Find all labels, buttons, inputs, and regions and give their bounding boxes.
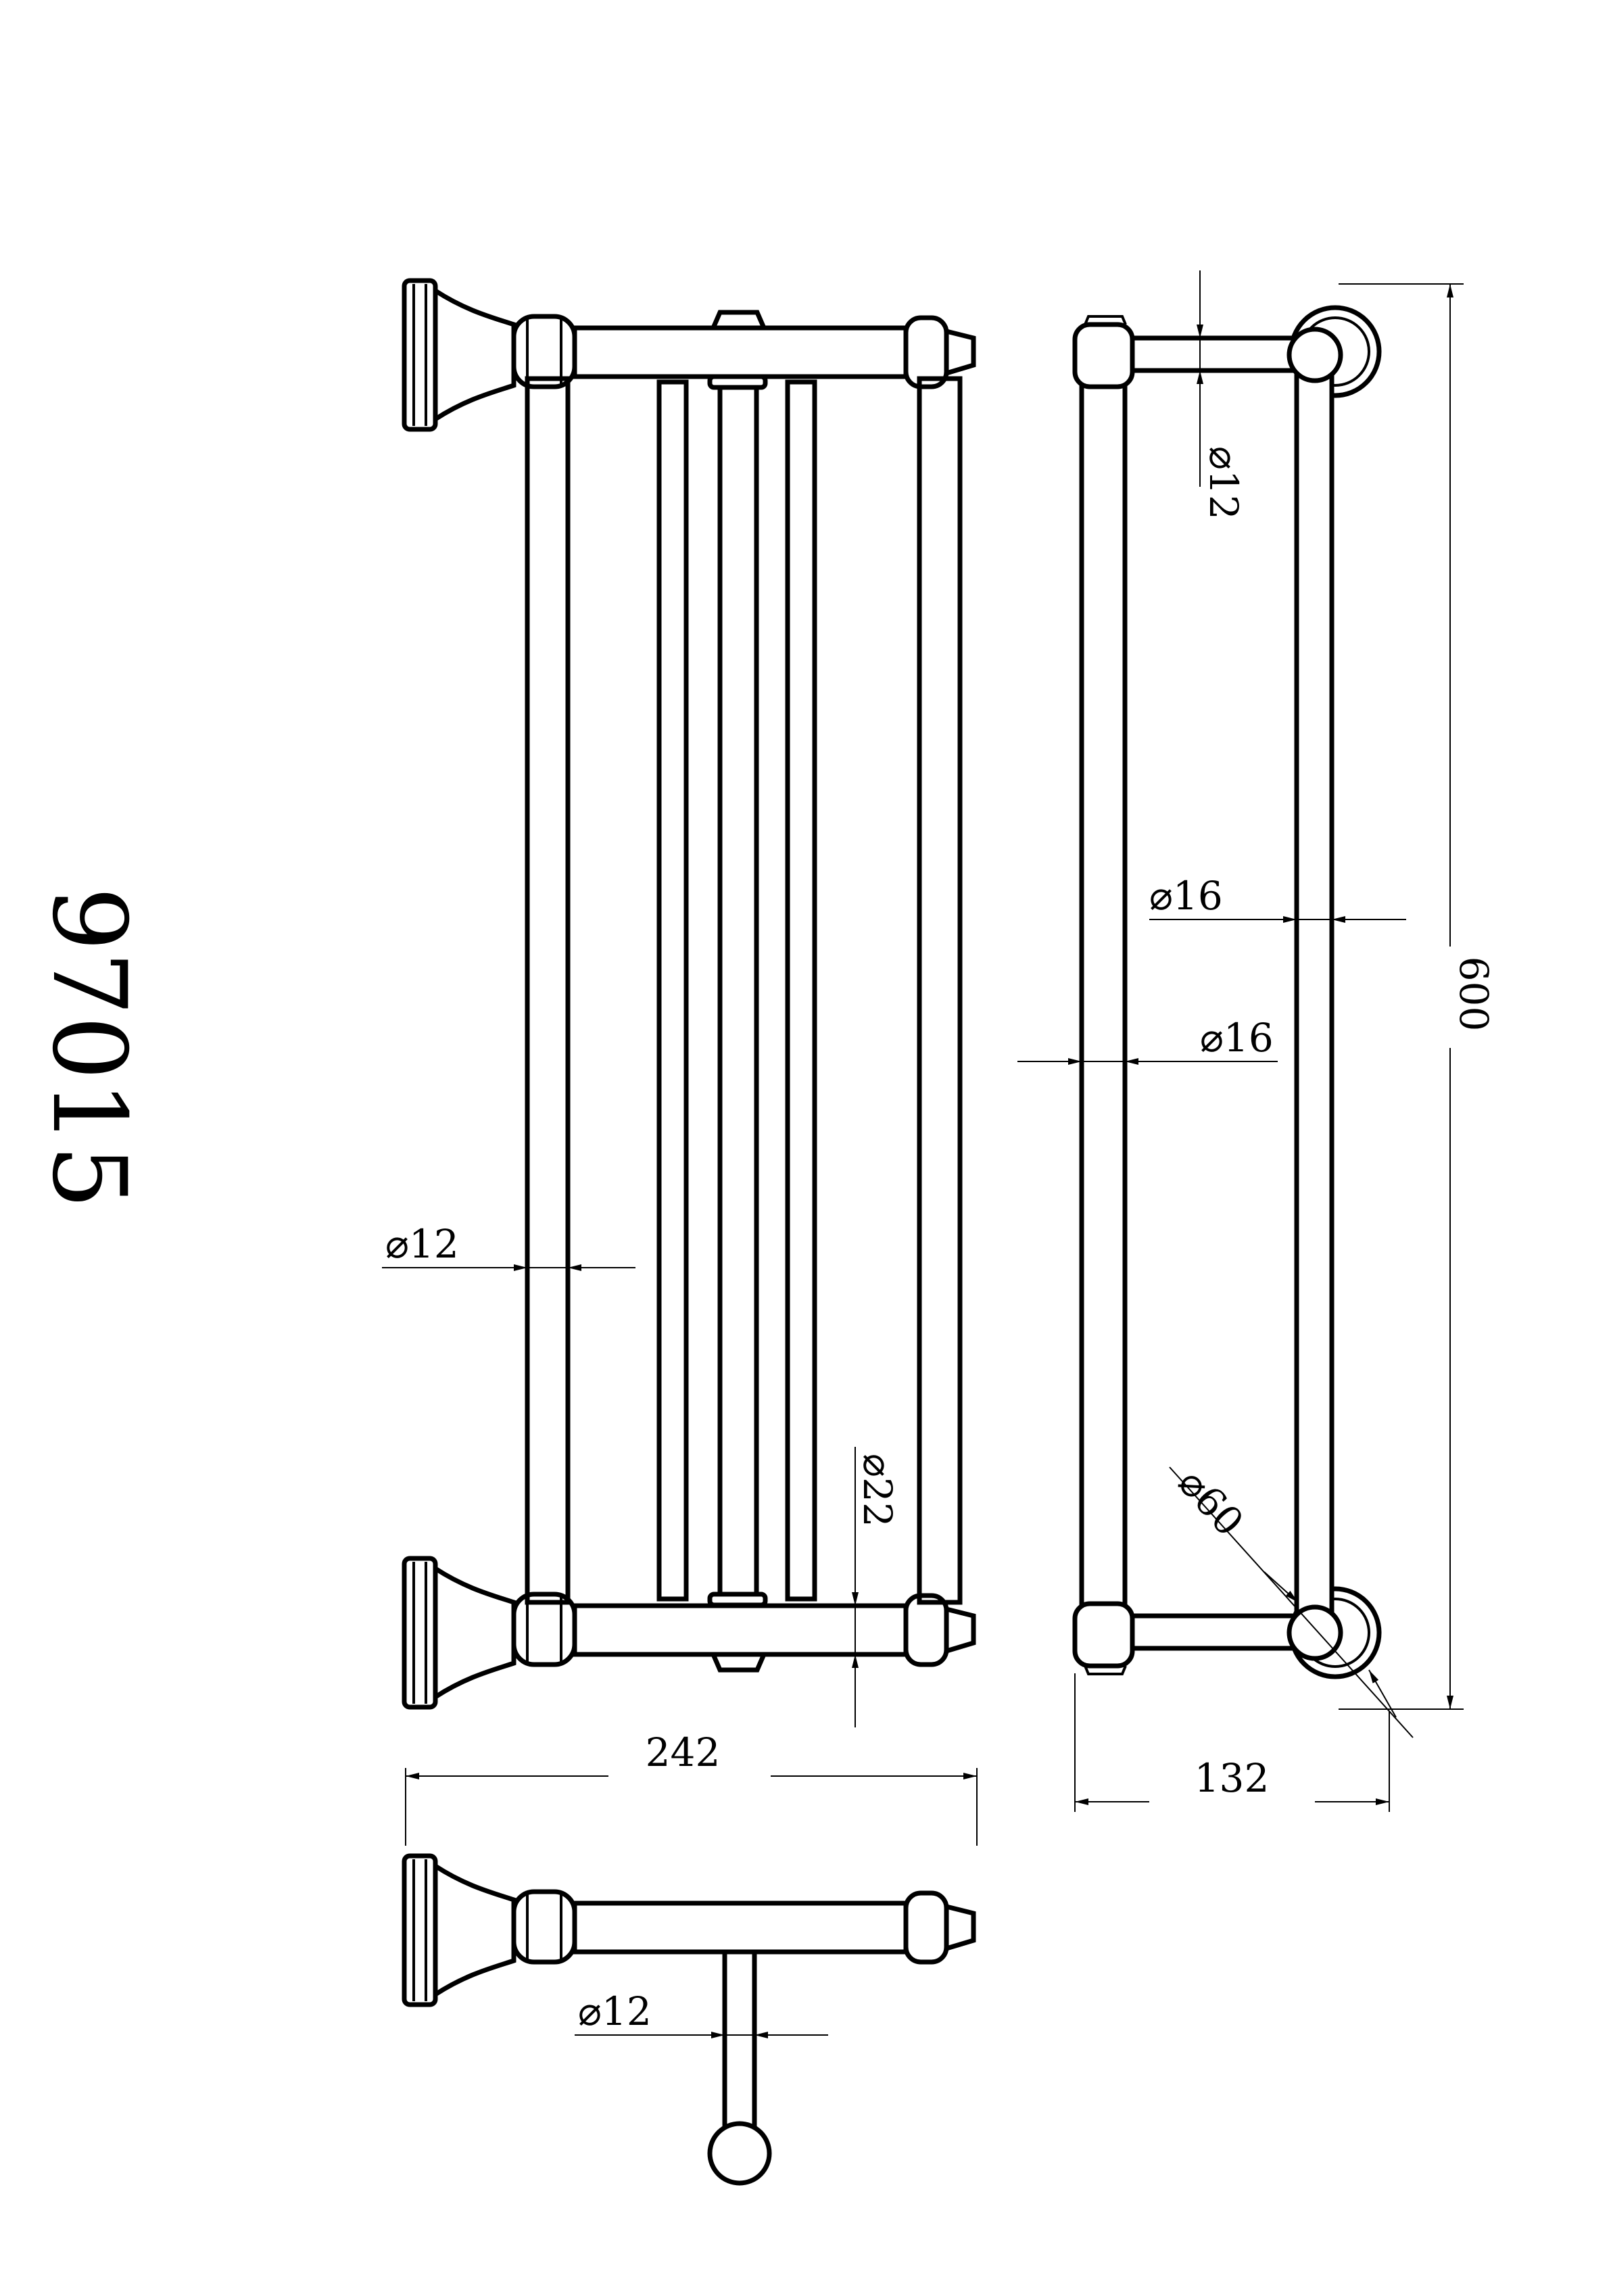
hook-knob (707, 2121, 772, 2186)
dim-front-rail: ⌀12 (382, 1221, 635, 1271)
side-view: ⌀12 ⌀16 ⌀16 ⌀60 600 (1017, 270, 1497, 1812)
label-dia-rail-upper: ⌀16 (1149, 873, 1223, 919)
arm-bottom (572, 1603, 909, 1657)
arm-top (572, 325, 909, 379)
top-view: 242 ⌀12 (402, 1729, 978, 2186)
label-width-overall: 242 (646, 1729, 721, 1775)
wall-mount-top (402, 278, 577, 432)
model-number: 97015 (30, 886, 147, 1209)
label-dia-hook: ⌀12 (578, 1988, 652, 2034)
dim-depth: 132 (1074, 1673, 1390, 1812)
label-dia-side-arm: ⌀12 (1201, 446, 1247, 520)
side-rail-inner (1079, 383, 1128, 1612)
dim-bracket-bar: ⌀22 (852, 1447, 900, 1727)
dim-side-arm: ⌀12 (1197, 270, 1247, 520)
front-view: ⌀12 ⌀22 (382, 278, 976, 1727)
dim-rail-lower: ⌀16 (1017, 1015, 1278, 1065)
dim-height: 600 (1339, 283, 1497, 1710)
side-rail-main (1294, 359, 1335, 1632)
vertical-rails (525, 376, 963, 1605)
top-view-arm (572, 1900, 909, 1955)
label-dia-rail-lower: ⌀16 (1200, 1015, 1274, 1061)
label-dia-rosette: ⌀60 (1170, 1460, 1253, 1545)
label-dia-bar-front: ⌀12 (385, 1221, 459, 1267)
label-depth-overall: 132 (1195, 1755, 1270, 1801)
dim-hook: ⌀12 (575, 1988, 828, 2038)
dim-width: 242 (405, 1729, 978, 1846)
label-dia-bracket-bar: ⌀22 (855, 1454, 900, 1527)
dim-rail-upper: ⌀16 (1149, 873, 1406, 923)
dim-rosette: ⌀60 (1169, 1460, 1414, 1738)
wall-mount-bottom (402, 1556, 577, 1710)
hook-stem (722, 1949, 757, 2137)
label-height-overall: 600 (1451, 957, 1497, 1032)
